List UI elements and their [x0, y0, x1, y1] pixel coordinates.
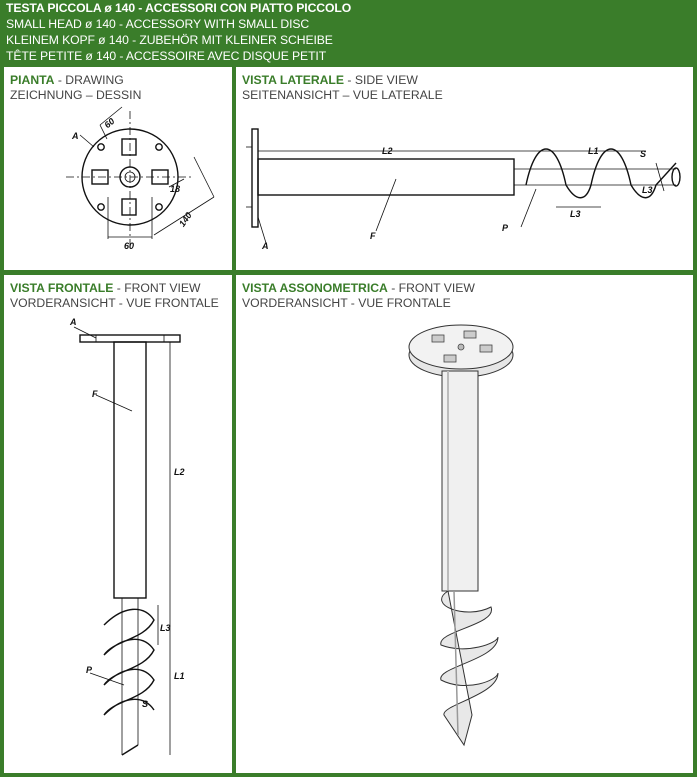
panel-title-rest: - FRONT VIEW — [113, 281, 201, 295]
front-view-drawing: A F L2 L3 L1 P S — [69, 317, 185, 756]
panel-subtitle: SEITENANSICHT – VUE LATERALE — [242, 88, 443, 102]
label-s: S — [142, 699, 148, 709]
panel-title: VISTA LATERALE - SIDE VIEW SEITENANSICHT… — [242, 73, 443, 103]
label-f: F — [92, 389, 98, 399]
label-p: P — [502, 223, 509, 233]
panel-title-rest: - FRONT VIEW — [387, 281, 475, 295]
panel-title-rest: - SIDE VIEW — [344, 73, 418, 87]
panel-title: PIANTA - DRAWING ZEICHNUNG – DESSIN — [10, 73, 141, 103]
label-a: A — [261, 241, 269, 251]
label-l2: L2 — [174, 467, 185, 477]
label-l2: L2 — [382, 146, 393, 156]
label-f: F — [370, 231, 376, 241]
panel-front-view: VISTA FRONTALE - FRONT VIEW VORDERANSICH… — [4, 275, 232, 773]
panel-title: VISTA FRONTALE - FRONT VIEW VORDERANSICH… — [10, 281, 219, 311]
label-l3: L3 — [160, 623, 171, 633]
header-title-en: SMALL HEAD ø 140 - ACCESSORY WITH SMALL … — [6, 17, 310, 31]
panel-title-bold: VISTA ASSONOMETRICA — [242, 281, 388, 295]
panel-subtitle: VORDERANSICHT - VUE FRONTALE — [242, 296, 451, 310]
header-title-fr: TÊTE PETITE ø 140 - ACCESSOIRE AVEC DISQ… — [6, 49, 327, 63]
side-view-drawing: L2 L1 S L3 L3 F P A — [246, 128, 681, 251]
panel-title-bold: VISTA LATERALE — [242, 73, 345, 87]
panel-isometric-view: VISTA ASSONOMETRICA - FRONT VIEW VORDERA… — [236, 275, 693, 773]
panel-plan-view: PIANTA - DRAWING ZEICHNUNG – DESSIN — [4, 67, 232, 270]
panel-side-view: VISTA LATERALE - SIDE VIEW SEITENANSICHT… — [236, 67, 693, 270]
label-l3: L3 — [570, 209, 581, 219]
label-l3-right: L3 — [642, 185, 653, 195]
dim-140: 140 — [177, 210, 194, 228]
label-l1: L1 — [174, 671, 185, 681]
dim-60-top: 60 — [102, 116, 116, 130]
label-s: S — [640, 149, 646, 159]
header-title-it: TESTA PICCOLA ø 140 - ACCESSORI CON PIAT… — [6, 1, 352, 15]
label-p: P — [86, 665, 93, 675]
panel-subtitle: VORDERANSICHT - VUE FRONTALE — [10, 296, 219, 310]
header-title-de: KLEINEM KOPF ø 140 - ZUBEHÖR MIT KLEINER… — [6, 33, 333, 47]
isometric-view-drawing — [408, 324, 514, 747]
panel-title: VISTA ASSONOMETRICA - FRONT VIEW VORDERA… — [242, 281, 475, 311]
dim-18: 18 — [170, 184, 180, 194]
dim-60-bottom: 60 — [124, 241, 134, 251]
plan-view-drawing: A 60 18 140 60 — [66, 106, 215, 251]
label-a: A — [71, 131, 79, 141]
label-a: A — [69, 317, 77, 327]
panel-title-bold: VISTA FRONTALE — [10, 281, 114, 295]
panel-title-rest: - DRAWING — [54, 73, 124, 87]
panel-subtitle: ZEICHNUNG – DESSIN — [10, 88, 142, 102]
header-bar: TESTA PICCOLA ø 140 - ACCESSORI CON PIAT… — [0, 0, 697, 64]
label-l1: L1 — [588, 146, 599, 156]
panel-title-bold: PIANTA — [10, 73, 55, 87]
